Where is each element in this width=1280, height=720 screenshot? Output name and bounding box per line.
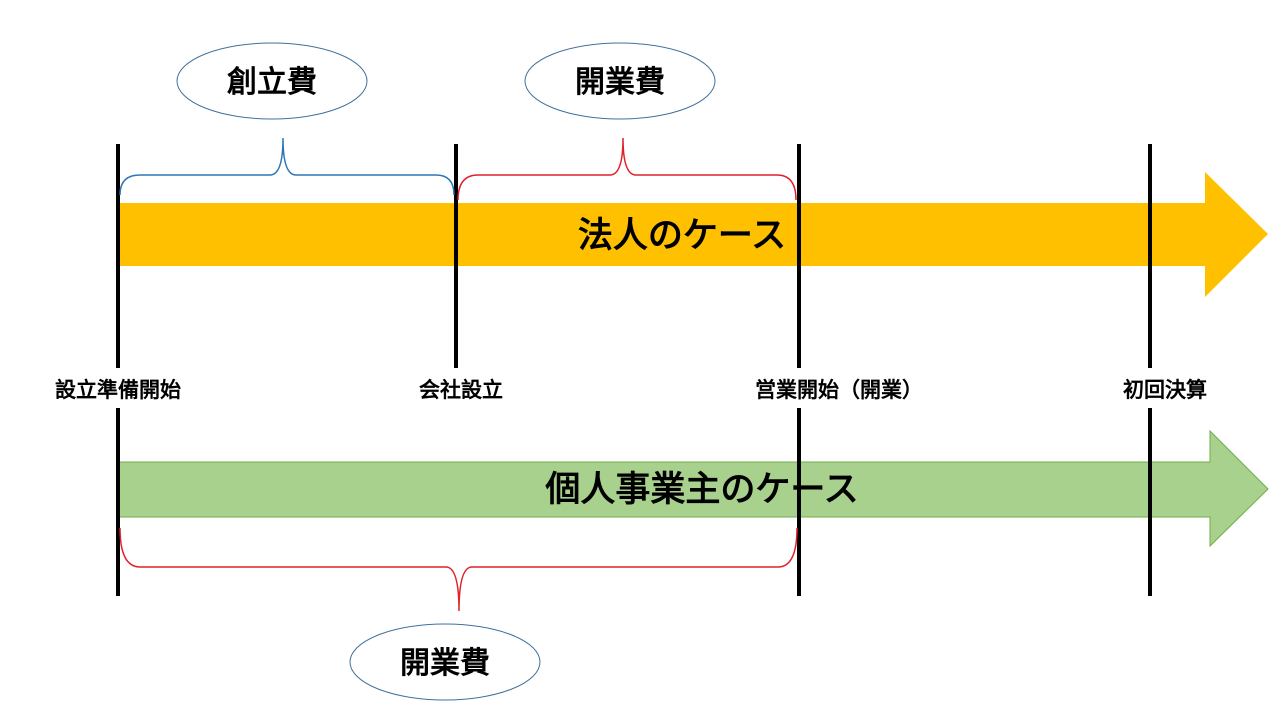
opening-cost-sole-callout: [349, 623, 541, 701]
sole-proprietor-timeline-arrow: [117, 429, 1269, 548]
sole-proprietor-timeline-label: 個人事業主のケース: [544, 470, 858, 510]
milestone-label-first-settlement: 初回決算: [1123, 378, 1207, 402]
corporate-timeline-label: 法人のケース: [578, 216, 786, 256]
formation-cost-callout: [176, 42, 368, 120]
milestone-label-incorporation: 会社設立: [419, 378, 503, 402]
corporate-timeline-arrow: [118, 172, 1268, 297]
milestone-label-business-start: 営業開始（開業）: [755, 378, 923, 402]
milestone-label-prep-start: 設立準備開始: [55, 378, 181, 402]
opening-cost-corporate-label: 開業費: [575, 65, 665, 100]
opening-cost-sole-label: 開業費: [400, 646, 490, 681]
formation-cost-label: 創立費: [227, 65, 317, 100]
bracket-formation-cost: [119, 137, 455, 196]
opening-cost-corporate-callout: [524, 42, 716, 120]
bracket-opening-cost-sole: [119, 527, 798, 612]
bracket-opening-cost-corporate: [457, 137, 797, 201]
